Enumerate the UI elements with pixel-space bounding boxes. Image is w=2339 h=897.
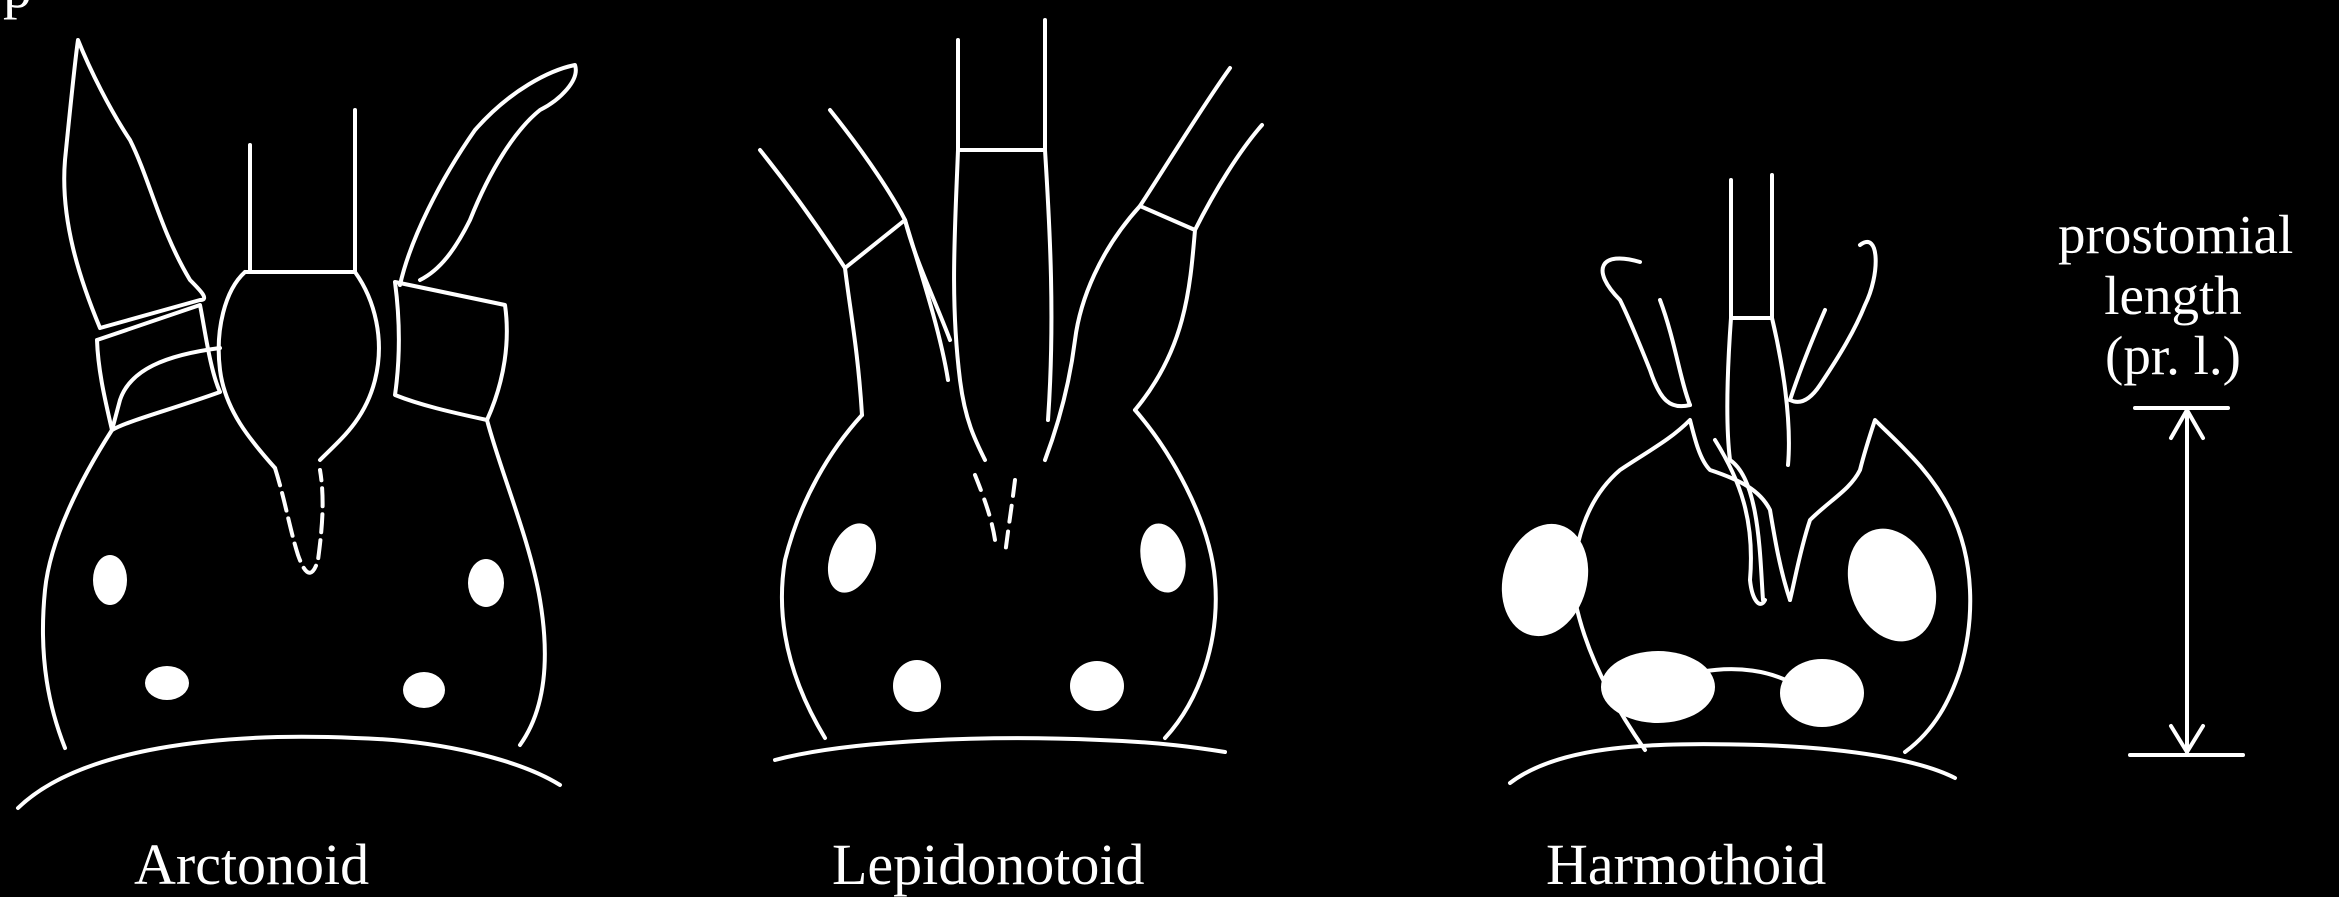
arctonoid-right-palp bbox=[400, 65, 576, 285]
arctonoid-eye-anterior-left bbox=[93, 555, 127, 605]
arctonoid-eye-anterior-right bbox=[468, 559, 504, 607]
harmothoid-eye-anterior-left bbox=[1490, 514, 1601, 646]
harmothoid-figure bbox=[1490, 175, 1971, 783]
harmothoid-median-antenna bbox=[1727, 175, 1789, 600]
measure-label-line1: prostomial bbox=[2058, 205, 2288, 266]
arctonoid-median-antenna bbox=[219, 110, 379, 468]
harmothoid-right-palp bbox=[1790, 242, 1876, 402]
harmothoid-eye-posterior-left bbox=[1601, 651, 1715, 723]
label-lepidonotoid: Lepidonotoid bbox=[832, 836, 1145, 894]
measure-label-line2: length bbox=[2058, 266, 2288, 327]
arctonoid-facial-tubercle bbox=[275, 468, 323, 573]
lepidonotoid-median-dash bbox=[975, 475, 1015, 555]
lepidonotoid-left-palp bbox=[760, 110, 950, 340]
arctonoid-right-ceratophore bbox=[395, 282, 507, 420]
harmothoid-eye-anterior-right bbox=[1833, 516, 1952, 654]
lepidonotoid-right-palp bbox=[1135, 68, 1262, 410]
lepidonotoid-left-palp-base bbox=[845, 268, 862, 415]
arctonoid-eye-posterior-right bbox=[403, 672, 445, 708]
lepidonotoid-right-palp-inner bbox=[1045, 206, 1140, 460]
arctonoid-segment-arc bbox=[18, 737, 560, 808]
harmothoid-left-palp-inner bbox=[1660, 300, 1690, 405]
arctonoid-eye-posterior-left bbox=[145, 666, 189, 700]
harmothoid-left-palp bbox=[1603, 258, 1690, 406]
harmothoid-segment-arc bbox=[1510, 744, 1955, 783]
harmothoid-eye-posterior-right bbox=[1780, 659, 1864, 727]
prostomial-length-measure bbox=[2130, 408, 2243, 755]
lepidonotoid-eye-anterior-right bbox=[1134, 519, 1192, 597]
measure-label: prostomial length (pr. l.) bbox=[2058, 205, 2288, 387]
lepidonotoid-eye-posterior-right bbox=[1070, 661, 1124, 711]
lepidonotoid-segment-arc bbox=[775, 738, 1225, 760]
lepidonotoid-figure bbox=[760, 20, 1262, 760]
lepidonotoid-palp-inner-left bbox=[905, 220, 948, 380]
arctonoid-left-palp bbox=[64, 40, 204, 328]
arctonoid-figure bbox=[18, 40, 576, 808]
lepidonotoid-eye-posterior-left bbox=[893, 660, 941, 712]
lepidonotoid-median-antenna bbox=[954, 20, 1051, 460]
measure-label-line3: (pr. l.) bbox=[2058, 326, 2288, 387]
lepidonotoid-eye-anterior-left bbox=[819, 517, 885, 600]
label-arctonoid: Arctonoid bbox=[134, 836, 369, 894]
label-harmothoid: Harmothoid bbox=[1546, 836, 1826, 894]
